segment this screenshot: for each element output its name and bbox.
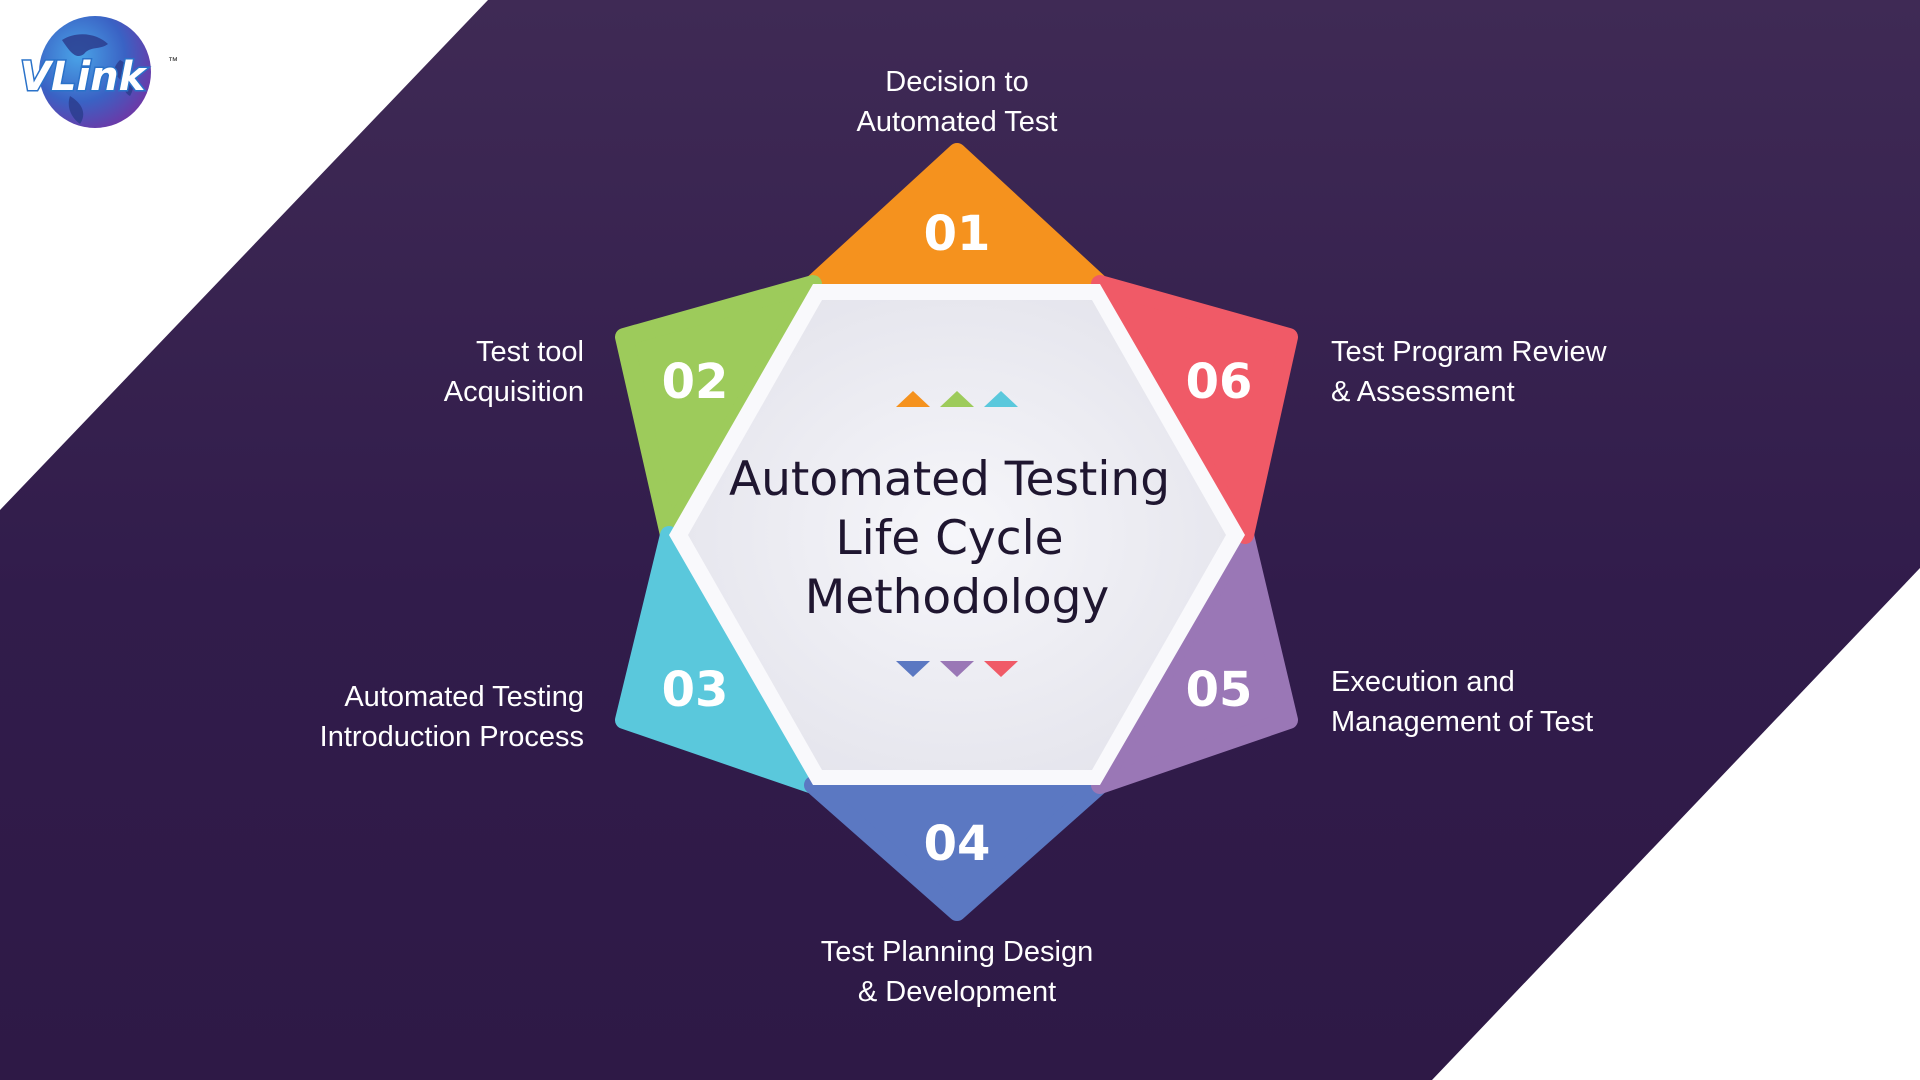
step-number-05: 05 — [1186, 662, 1253, 718]
vlink-logo: VLink ™ — [19, 16, 178, 128]
center-title: Automated Testing Life Cycle Methodology — [729, 452, 1185, 625]
center-title-line-1: Automated Testing — [729, 452, 1170, 507]
step-label-01: Decision to Automated Test — [856, 66, 1058, 138]
step-number-01: 01 — [924, 206, 991, 262]
center-hexagon — [688, 300, 1226, 770]
step-label-04: Test Planning Design & Development — [820, 936, 1094, 1008]
decor-triangles-top — [896, 391, 1018, 407]
step-label-06: Test Program Review & Assessment — [1331, 336, 1607, 408]
step-label-03: Automated Testing Introduction Process — [319, 681, 584, 753]
center-title-line-2: Life Cycle — [835, 511, 1063, 566]
step-label-02: Test tool Acquisition — [443, 336, 584, 408]
step-label-05: Execution and Management of Test — [1331, 666, 1594, 738]
step-number-02: 02 — [662, 354, 729, 410]
step-number-03: 03 — [662, 662, 729, 718]
decor-triangles-bottom — [896, 661, 1018, 677]
logo-trademark: ™ — [168, 56, 178, 67]
step-number-06: 06 — [1186, 354, 1253, 410]
step-number-04: 04 — [924, 816, 991, 872]
globe-continents — [62, 34, 134, 125]
logo-wordmark: VLink — [20, 54, 148, 100]
star-petals — [615, 143, 1298, 921]
center-title-line-3: Methodology — [805, 570, 1110, 625]
